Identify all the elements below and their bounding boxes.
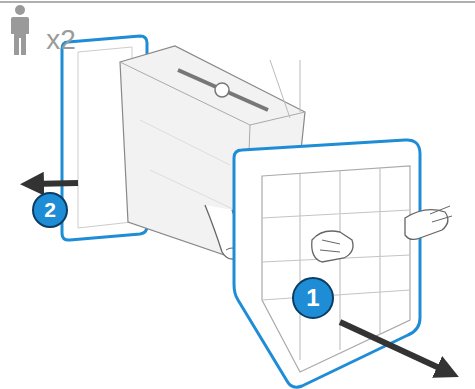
right-hands [312,206,452,262]
pull-arrow [340,322,448,372]
person-icon [11,5,29,55]
callout-number: 2 [33,193,67,227]
pull-arrow [32,183,78,184]
callout-circle [33,193,67,227]
callout-number: 1 [293,278,333,318]
right-packing-cap [234,140,420,387]
top-rule [0,1,475,3]
callout-circle [293,278,333,318]
quantity-label: x2 [36,22,86,58]
